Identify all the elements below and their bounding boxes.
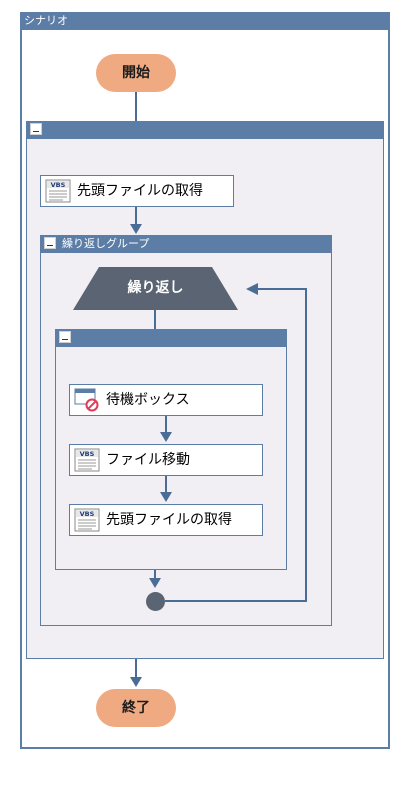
start-node[interactable]: 開始: [96, 54, 176, 92]
action-label: 先頭ファイルの取得: [77, 183, 203, 199]
outer-group-header: [26, 121, 384, 139]
loop-label: 繰り返し: [127, 280, 184, 296]
vbs-script-icon: VBS: [45, 179, 71, 203]
scenario-title: シナリオ: [20, 12, 390, 30]
action-label: 先頭ファイルの取得: [106, 512, 232, 528]
repeat-group-header: 繰り返しグループ: [40, 235, 332, 253]
svg-text:VBS: VBS: [80, 510, 95, 518]
action-get-first-file-2[interactable]: VBS 先頭ファイルの取得: [69, 504, 263, 536]
wait-dialog-icon: [74, 388, 99, 412]
action-label: 待機ボックス: [106, 392, 190, 408]
action-get-first-file[interactable]: VBS 先頭ファイルの取得: [40, 175, 234, 207]
action-label: ファイル移動: [106, 452, 190, 468]
loop-end-node[interactable]: [146, 592, 165, 611]
action-wait-box[interactable]: 待機ボックス: [69, 384, 263, 416]
repeat-group-title: 繰り返しグループ: [62, 237, 150, 250]
vbs-script-icon: VBS: [74, 448, 100, 472]
end-node[interactable]: 終了: [96, 689, 176, 727]
inner-group-header: [55, 329, 287, 347]
svg-text:VBS: VBS: [51, 181, 66, 189]
vbs-script-icon: VBS: [74, 508, 100, 532]
action-move-file[interactable]: VBS ファイル移動: [69, 444, 263, 476]
svg-text:VBS: VBS: [80, 450, 95, 458]
inner-group-collapse-button[interactable]: [59, 331, 71, 343]
outer-group-collapse-button[interactable]: [30, 123, 42, 135]
repeat-group-collapse-button[interactable]: [44, 237, 56, 249]
